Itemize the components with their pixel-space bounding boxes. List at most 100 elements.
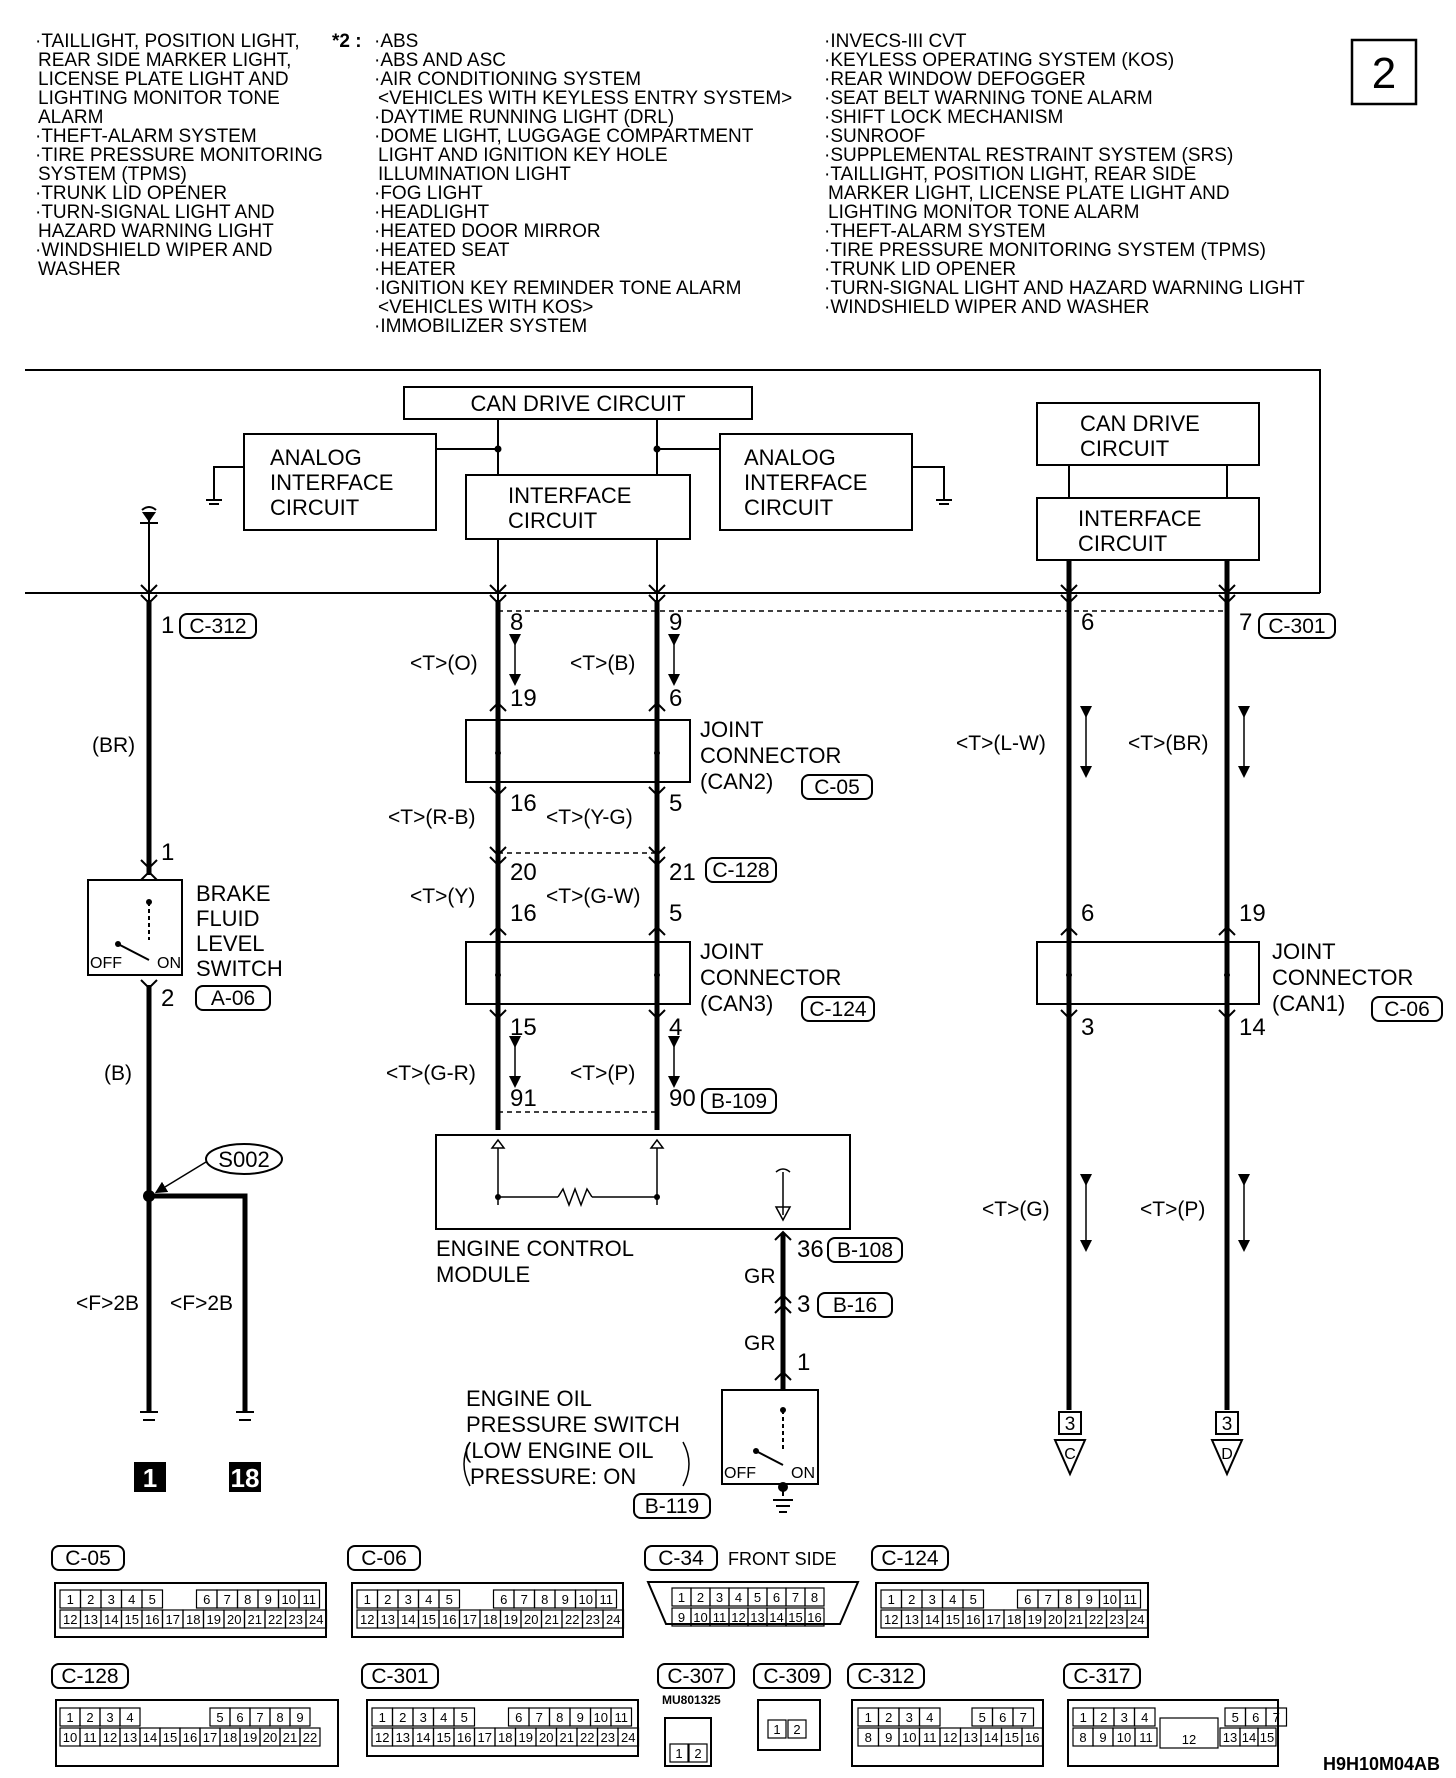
connector-ref-badge — [633, 1493, 711, 1519]
note-line: ·DOME LIGHT, LUGGAGE COMPARTMENT — [374, 126, 754, 147]
wire-label: <T>(Y) — [410, 885, 475, 908]
connector-face-label: C-309 — [763, 1665, 820, 1688]
component-label: SWITCH — [196, 956, 283, 981]
can-drive-circuit-label: CAN DRIVE CIRCUIT — [470, 391, 685, 416]
pin-cell-label: 15 — [437, 1730, 451, 1745]
pin-cell-label: 18 — [498, 1730, 512, 1745]
pin-cell-label: 15 — [946, 1612, 960, 1627]
connector-ref: C-06 — [1384, 998, 1430, 1021]
pin-cell-label: 6 — [773, 1590, 780, 1605]
joint-connector-can2 — [465, 719, 691, 783]
pin-cell-label: 16 — [807, 1610, 821, 1625]
connector-ref-badge — [1063, 1663, 1141, 1689]
pin-cell-label: 1 — [364, 1592, 371, 1607]
pin-cell — [1021, 1727, 1044, 1747]
pin-cell-label: 8 — [1065, 1592, 1072, 1607]
pin-cell-label: 13 — [84, 1612, 98, 1627]
pin-cell-label: 14 — [143, 1730, 157, 1745]
pin-cell-label: 17 — [463, 1612, 477, 1627]
joint-dots — [495, 750, 1230, 978]
pin-cell-label: 20 — [263, 1730, 277, 1745]
ecm-internal — [490, 1138, 792, 1222]
note-line: ·KEYLESS OPERATING SYSTEM (KOS) — [824, 50, 1174, 71]
pin-cell — [787, 1719, 807, 1739]
pin-cell — [1257, 1727, 1277, 1747]
ground-symbol — [773, 1482, 793, 1513]
wire-label: GR — [744, 1332, 776, 1355]
pin-cell — [298, 1589, 321, 1609]
connector-ref-badge — [644, 1545, 718, 1571]
pin-number: 6 — [1081, 609, 1094, 636]
pin-cell-label: 14 — [416, 1730, 430, 1745]
pin-cell — [305, 1609, 328, 1629]
pin-cell-label: 4 — [1141, 1710, 1148, 1725]
pin-cell-label: 5 — [970, 1592, 977, 1607]
switch-arm — [117, 943, 150, 961]
wire-label: <F>2B — [170, 1292, 233, 1315]
pin-cell-label: 8 — [556, 1710, 563, 1725]
note-line: REAR SIDE MARKER LIGHT, — [38, 50, 291, 71]
bracket — [682, 1441, 690, 1487]
pin-cell-label: 2 — [384, 1592, 391, 1607]
pin-cell-label: 19 — [504, 1612, 518, 1627]
engine-control-module-box — [435, 1134, 851, 1230]
pin-cell-label: 23 — [1110, 1612, 1124, 1627]
pin-cell-label: 15 — [125, 1612, 139, 1627]
connector-face-c309 — [757, 1699, 821, 1751]
pin-cell-label: 2 — [697, 1590, 704, 1605]
pin-cell-label: 21 — [545, 1612, 559, 1627]
brake-fluid-switch-box — [87, 879, 183, 976]
pin-cell-label: 13 — [905, 1612, 919, 1627]
notes-right: ·INVECS-III CVT ·KEYLESS OPERATING SYSTE… — [824, 31, 1305, 318]
note-line: ·DAYTIME RUNNING LIGHT (DRL) — [374, 107, 674, 128]
connector-ref: C-05 — [814, 776, 860, 799]
component-label: CONNECTOR — [1272, 965, 1413, 990]
pin-cell-label: 7 — [256, 1710, 263, 1725]
interface-circuit-left-box — [465, 474, 691, 540]
note-line: <VEHICLES WITH KEYLESS ENTRY SYSTEM> — [378, 88, 792, 109]
pin-cell-label: 22 — [268, 1612, 282, 1627]
note-line: <VEHICLES WITH KOS> — [378, 297, 593, 318]
wire-label: <T>(L-W) — [956, 732, 1046, 755]
page-number: 2 — [1372, 49, 1396, 98]
connector-ref-badge — [347, 1545, 421, 1571]
pin-number: 1 — [161, 839, 174, 866]
pin-cell — [289, 1707, 311, 1727]
connector-face-label: C-301 — [371, 1665, 428, 1688]
pin-cell-label: 23 — [601, 1730, 615, 1745]
wire-label: <T>(G-W) — [546, 885, 641, 908]
pin-cell-label: 4 — [735, 1590, 742, 1605]
offpage-box — [1215, 1411, 1239, 1435]
pin-cell-label: 13 — [123, 1730, 137, 1745]
pin-cell-label: 19 — [519, 1730, 533, 1745]
pin-cell-label: 10 — [693, 1610, 707, 1625]
component-label: (CAN1) — [1272, 991, 1345, 1016]
wire-label: <T>(P) — [1140, 1198, 1205, 1221]
component-label: JOINT — [1272, 939, 1336, 964]
ground-number-box — [134, 1462, 166, 1492]
offpage-arrow-icon — [1210, 1439, 1244, 1477]
pin-cell-label: 6 — [203, 1592, 210, 1607]
pin-cell-label: 19 — [207, 1612, 221, 1627]
pin-number: 36 — [797, 1236, 824, 1263]
pin-cell-label: 15 — [422, 1612, 436, 1627]
pin-cell-label: 1 — [678, 1590, 685, 1605]
pin-number: 4 — [669, 1014, 682, 1041]
pin-cell-label: 1 — [66, 1710, 73, 1725]
break-mark-icon — [141, 506, 157, 511]
pin-cell-label: 4 — [949, 1592, 956, 1607]
pin-cell-label: 10 — [902, 1730, 916, 1745]
block-label: INTERFACE — [508, 483, 631, 508]
can-drive-circuit-right-box — [1036, 402, 1260, 466]
note-line: ·WINDSHIELD WIPER AND — [35, 240, 273, 261]
offpage-number: 3 — [1065, 1414, 1076, 1435]
pin-cell-label: 4 — [126, 1710, 133, 1725]
note-line: ·ABS AND ASC — [374, 50, 506, 71]
wire-label: GR — [744, 1265, 776, 1288]
pin-number: 15 — [510, 1014, 537, 1041]
pin-number: 3 — [797, 1291, 810, 1318]
pin-cell — [962, 1589, 985, 1609]
pin-cell — [1012, 1707, 1035, 1727]
connector-face-label: C-312 — [857, 1665, 914, 1688]
pin-cell-label: 16 — [966, 1612, 980, 1627]
